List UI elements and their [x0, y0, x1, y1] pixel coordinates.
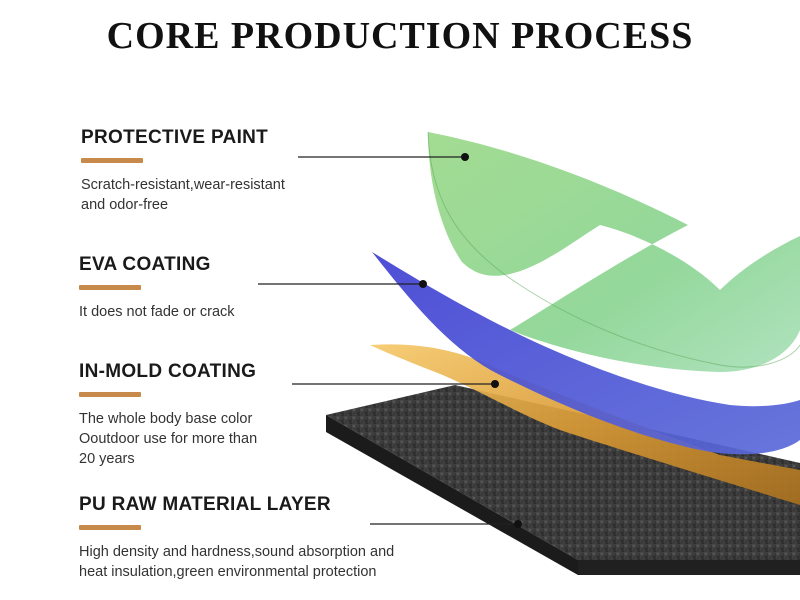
layer-eva-coating: EVA COATING It does not fade or crack [79, 254, 235, 322]
layer-title: IN-MOLD COATING [79, 361, 257, 382]
leader-line-pu [370, 520, 522, 528]
pu-board-shape [326, 385, 800, 575]
eva-coating-shape [372, 252, 800, 455]
layer-in-mold-coating: IN-MOLD COATING The whole body base colo… [79, 361, 257, 469]
accent-bar [79, 525, 141, 530]
accent-bar [81, 158, 143, 163]
layer-title: PROTECTIVE PAINT [81, 127, 269, 148]
layer-description: High density and hardness,sound absorpti… [79, 544, 395, 580]
leader-line-eva [258, 280, 427, 288]
diagram-title: CORE PRODUCTION PROCESS [106, 15, 694, 57]
layer-title: EVA COATING [79, 254, 211, 275]
layer-description: It does not fade or crack [79, 304, 235, 320]
accent-bar [79, 285, 141, 290]
protective-paint-shape [428, 132, 800, 372]
leader-line-protective [298, 153, 469, 161]
layer-title: PU RAW MATERIAL LAYER [79, 494, 331, 515]
layer-description: The whole body base color Ooutdoor use f… [79, 411, 258, 467]
accent-bar [79, 392, 141, 397]
layer-description: Scratch-resistant,wear-resistant and odo… [81, 177, 285, 213]
layer-protective-paint: PROTECTIVE PAINT Scratch-resistant,wear-… [81, 127, 285, 215]
layer-pu-raw-material: PU RAW MATERIAL LAYER High density and h… [79, 494, 394, 582]
leader-line-in-mold [292, 380, 499, 388]
